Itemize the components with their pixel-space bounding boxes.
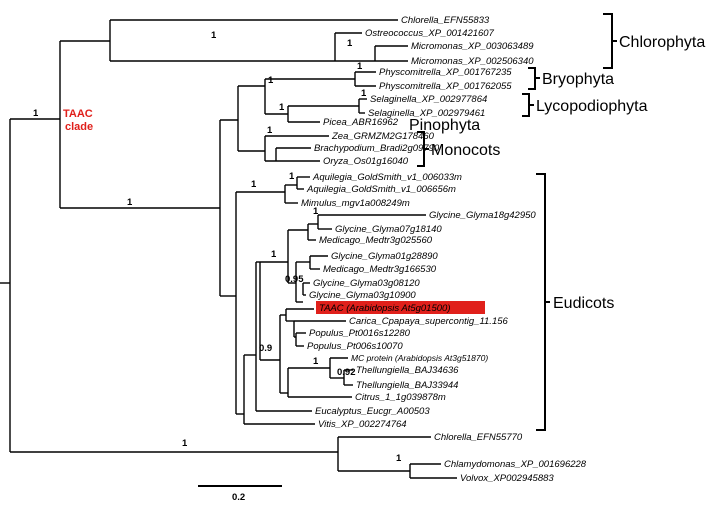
leaf-label-eucalyptus: Eucalyptus_Eucgr_A00503 <box>315 406 430 417</box>
leaf-label-glycine-1: Glycine_Glyma18g42950 <box>429 210 536 221</box>
leaf-label-vitis: Vitis_XP_002274764 <box>318 419 407 430</box>
support-value: 1 <box>182 438 188 449</box>
leaf-label-micromonas-1: Micromonas_XP_003063489 <box>411 41 534 52</box>
support-value: 1 <box>211 30 217 41</box>
leaf-label-medicago-1: Medicago_Medtr3g025560 <box>319 235 433 246</box>
taac-highlight <box>316 301 485 314</box>
leaf-label-brachypodium: Brachypodium_Bradi2g09790 <box>314 143 440 154</box>
leaf-label-oryza: Oryza_Os01g16040 <box>323 156 409 167</box>
leaf-labels: Chlorella_EFN55833 Ostreococcus_XP_00142… <box>301 15 587 484</box>
leaf-label-thellungiella-2: Thellungiella_BAJ33944 <box>356 380 458 391</box>
group-brackets <box>417 13 617 431</box>
leaf-label-physcomitrella-1: Physcomitrella_XP_001767235 <box>379 67 512 78</box>
bracket-eudicots <box>536 173 550 431</box>
clade-label-line2: clade <box>65 121 93 133</box>
support-value: 1 <box>267 125 273 136</box>
tree-branches <box>0 19 457 479</box>
leaf-label-selaginella-2: Selaginella_XP_002979461 <box>368 108 485 119</box>
support-value: 1 <box>127 197 133 208</box>
group-label-chlorophyta: Chlorophyta <box>619 34 705 51</box>
bracket-chlorophyta <box>603 13 617 69</box>
support-value: 1 <box>251 179 257 190</box>
group-labels: Chlorophyta Bryophyta Lycopodiophyta Pin… <box>409 34 705 312</box>
support-value: 1 <box>279 102 285 113</box>
support-value: 1 <box>347 38 353 49</box>
bracket-bryophyta <box>528 67 540 90</box>
leaf-label-glycine-3: Glycine_Glyma01g28890 <box>331 251 438 262</box>
leaf-label-populus-2: Populus_Pt006s10070 <box>307 341 403 352</box>
support-value: 1 <box>361 88 367 99</box>
leaf-label-glycine-5: Glycine_Glyma03g10900 <box>309 290 416 301</box>
bracket-lycopodiophyta <box>522 93 534 117</box>
leaf-label-mimulus: Mimulus_mgv1a008249m <box>301 198 410 209</box>
leaf-label-physcomitrella-2: Physcomitrella_XP_001762055 <box>379 81 512 92</box>
group-label-monocots: Monocots <box>431 142 500 159</box>
support-value: 1 <box>313 356 319 367</box>
leaf-label-chlorella-efn55770: Chlorella_EFN55770 <box>434 432 523 443</box>
support-value: 1 <box>33 108 39 119</box>
support-value: 1 <box>396 453 402 464</box>
support-value: 0.9 <box>259 343 272 354</box>
leaf-label-aquilegia-2: Aquilegia_GoldSmith_v1_006656m <box>306 184 456 195</box>
support-value: 1 <box>357 61 363 72</box>
leaf-label-selaginella-1: Selaginella_XP_002977864 <box>370 94 487 105</box>
leaf-label-thellungiella-1: Thellungiella_BAJ34636 <box>356 365 459 376</box>
leaf-label-mc-protein: MC protein (Arabidopsis At3g51870) <box>351 353 488 363</box>
group-label-bryophyta: Bryophyta <box>542 71 614 88</box>
support-value: 1 <box>268 75 274 86</box>
support-value: 0.95 <box>285 274 304 285</box>
support-value: 1 <box>271 249 277 260</box>
support-value: 1 <box>313 206 319 217</box>
scale-bar-label: 0.2 <box>232 492 245 503</box>
leaf-label-chlamydomonas: Chlamydomonas_XP_001696228 <box>444 459 587 470</box>
leaf-label-carica: Carica_Cpapaya_supercontig_11.156 <box>349 316 509 327</box>
leaf-label-zea: Zea_GRMZM2G178460 <box>331 131 435 142</box>
leaf-label-taac: TAAC (Arabidopsis At5g01500) <box>319 303 450 314</box>
group-label-eudicots: Eudicots <box>553 295 614 312</box>
support-value: 1 <box>289 171 295 182</box>
bracket-monocots <box>417 131 429 167</box>
leaf-label-populus-1: Populus_Pt0016s12280 <box>309 328 411 339</box>
leaf-label-glycine-4: Glycine_Glyma03g08120 <box>313 278 420 289</box>
support-value: 0.92 <box>337 367 356 378</box>
leaf-label-aquilegia-1: Aquilegia_GoldSmith_v1_006033m <box>312 172 462 183</box>
taac-clade-label: TAAC clade <box>63 108 93 133</box>
leaf-label-picea: Picea_ABR16962 <box>323 117 399 128</box>
leaf-label-volvox: Volvox_XP002945883 <box>460 473 554 484</box>
leaf-label-micromonas-2: Micromonas_XP_002506340 <box>411 56 534 67</box>
scale-bar: 0.2 <box>198 485 282 503</box>
clade-label-line1: TAAC <box>63 108 93 120</box>
group-label-lycopodiophyta: Lycopodiophyta <box>536 98 648 115</box>
group-label-pinophyta: Pinophyta <box>409 117 480 134</box>
leaf-label-glycine-2: Glycine_Glyma07g18140 <box>335 224 442 235</box>
leaf-label-citrus: Citrus_1_1g039878m <box>355 392 446 403</box>
support-values: 1 1 1 1 1 1 1 1 1 1 1 1 0.95 0.9 1 0.92 … <box>33 30 402 464</box>
leaf-label-chlorella-efn55833: Chlorella_EFN55833 <box>401 15 490 26</box>
leaf-label-ostreococcus: Ostreococcus_XP_001421607 <box>365 28 495 39</box>
leaf-label-medicago-2: Medicago_Medtr3g166530 <box>323 264 437 275</box>
